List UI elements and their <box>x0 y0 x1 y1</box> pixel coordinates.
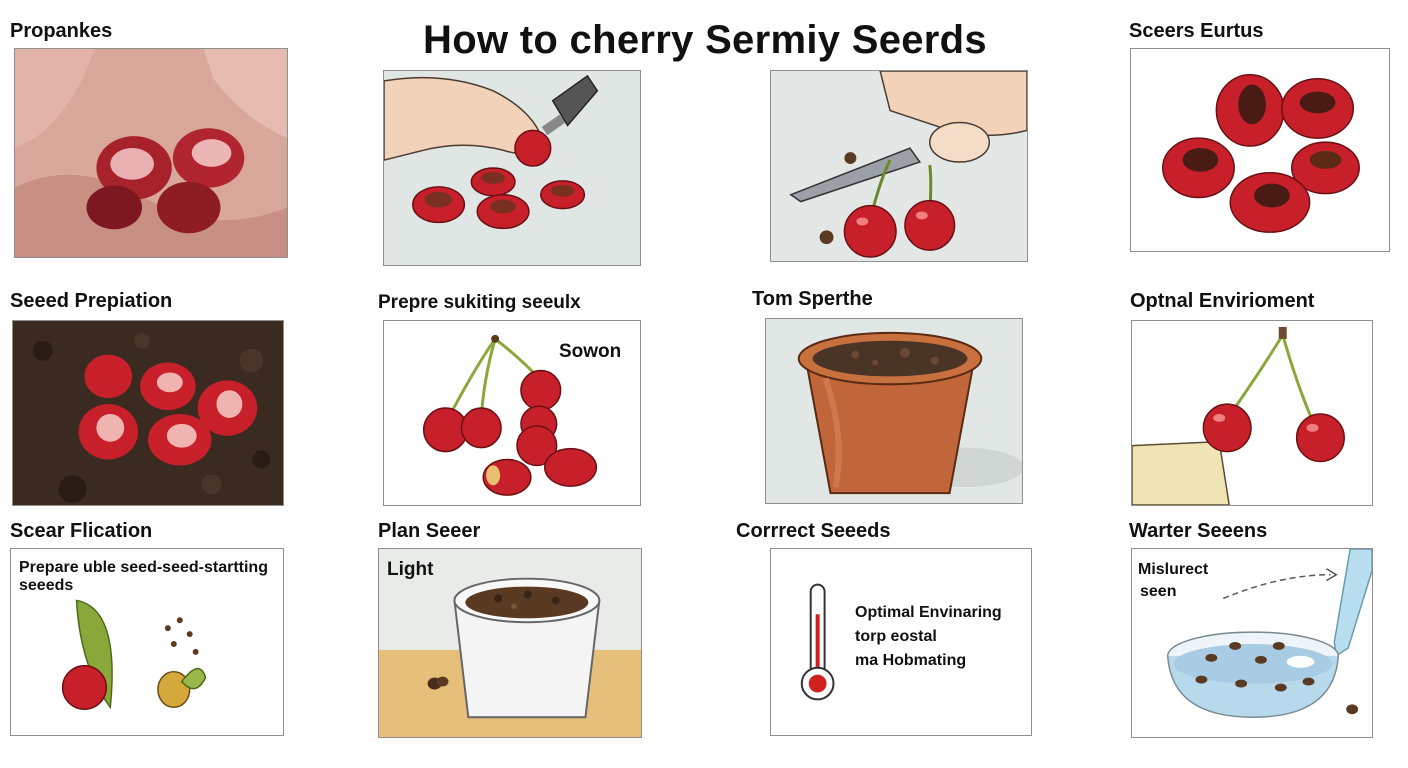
cherry-bunch-illustration <box>384 321 640 505</box>
step-label-optnal-envirioment: Optnal Envirioment <box>1130 290 1315 312</box>
step-label-propankes: Propankes <box>10 20 113 42</box>
panel-cherry-halves <box>1130 48 1390 252</box>
panel-cutting-cherry-hand <box>383 70 641 266</box>
step-label-warter-seeens: Warter Seeens <box>1129 520 1268 542</box>
panel-thermo-text: Optimal Envinaring torp eostal ma Hobmat… <box>855 601 1002 673</box>
cutting-cherry-illustration <box>384 71 640 265</box>
panel-cup-of-seeds: Light <box>378 548 642 738</box>
water-text-line-1: Mislurect <box>1138 561 1209 578</box>
panel-terracotta-pot <box>765 318 1023 504</box>
knife-cherries-illustration <box>771 71 1027 261</box>
step-label-corrrect-seeeds: Corrrect Seeeds <box>736 520 891 542</box>
hand-cherries-illustration <box>15 49 287 257</box>
thermo-text-line-1: Optimal Envinaring <box>855 604 1002 621</box>
cherries-soil-illustration <box>13 321 283 505</box>
panel-water-text: Mislurect seen <box>1138 559 1208 604</box>
panel-knife-two-cherries <box>770 70 1028 262</box>
panel-seed-starting: Prepare uble seed-seed-startting seeeds <box>10 548 284 736</box>
page-title: How to cherry Sermiy Seerds <box>423 18 987 62</box>
step-label-prepre-sukiting-seeulx: Prepre sukiting seeulx <box>378 292 581 313</box>
terracotta-pot-illustration <box>766 319 1022 503</box>
seed-sprout-illustration <box>11 549 283 735</box>
step-label-seeed-prepiation: Seeed Prepiation <box>10 290 173 312</box>
water-text-line-2: seen <box>1140 583 1177 601</box>
panel-water-bowl: Mislurect seen <box>1131 548 1373 738</box>
water-bowl-illustration <box>1132 549 1372 737</box>
panel-cherry-pair <box>1131 320 1373 506</box>
thermo-text-line-2: torp eostal <box>855 628 937 645</box>
step-label-scear-flication: Scear Flication <box>10 520 153 542</box>
panel-cherry-bunch: Sowon <box>383 320 641 506</box>
thermometer-icon <box>771 549 1031 735</box>
step-label-sceers-eurtus: Sceers Eurtus <box>1129 20 1264 42</box>
panel-cherries-on-soil <box>12 320 284 506</box>
panel-sowon-text: Sowon <box>559 341 622 362</box>
cherry-halves-illustration <box>1131 49 1389 251</box>
panel-hand-holding-cherries <box>14 48 288 258</box>
thermo-text-line-3: ma Hobmating <box>855 652 967 669</box>
panel-thermometer: Optimal Envinaring torp eostal ma Hobmat… <box>770 548 1032 736</box>
step-label-plan-seeer: Plan Seeer <box>378 520 481 542</box>
panel-prepare-seed-text: Prepare uble seed-seed-startting seeeds <box>19 559 268 595</box>
cup-seeds-illustration <box>379 549 641 737</box>
panel-light-text: Light <box>387 559 434 580</box>
cherry-pair-illustration <box>1132 321 1372 505</box>
step-label-tom-sperthe: Tom Sperthe <box>752 288 873 310</box>
